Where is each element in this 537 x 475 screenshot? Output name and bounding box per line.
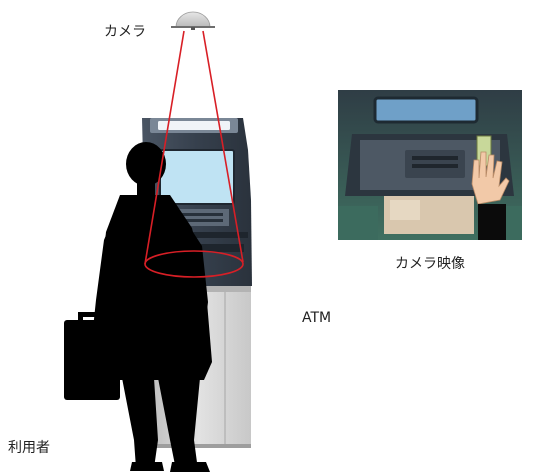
atm-label: ATM <box>302 310 332 326</box>
camera-label: カメラ <box>104 24 146 40</box>
user-label: 利用者 <box>8 440 50 456</box>
camera-footage-thumbnail <box>338 90 522 240</box>
person-with-briefcase-silhouette <box>64 142 212 472</box>
camera-view-label: カメラ映像 <box>395 256 465 272</box>
dome-camera-icon <box>171 11 215 30</box>
camera-view-cone <box>144 30 244 278</box>
